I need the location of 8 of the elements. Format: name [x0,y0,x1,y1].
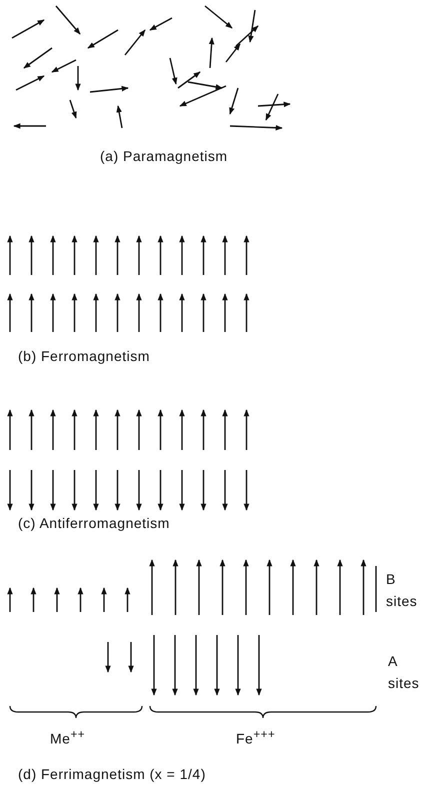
site-label: A sites [388,652,420,693]
panel-caption: (b) Ferromagnetism [18,348,150,364]
panel-caption: (a) Paramagnetism [100,148,228,164]
panel-caption: (d) Ferrimagnetism (x = 1/4) [18,766,206,782]
panel-caption: (c) Antiferromagnetism [18,515,170,531]
ion-label: Fe$^{+++}$ [236,728,276,747]
site-label: B sites [386,570,418,611]
ion-label: Me$^{++}$ [50,728,86,747]
